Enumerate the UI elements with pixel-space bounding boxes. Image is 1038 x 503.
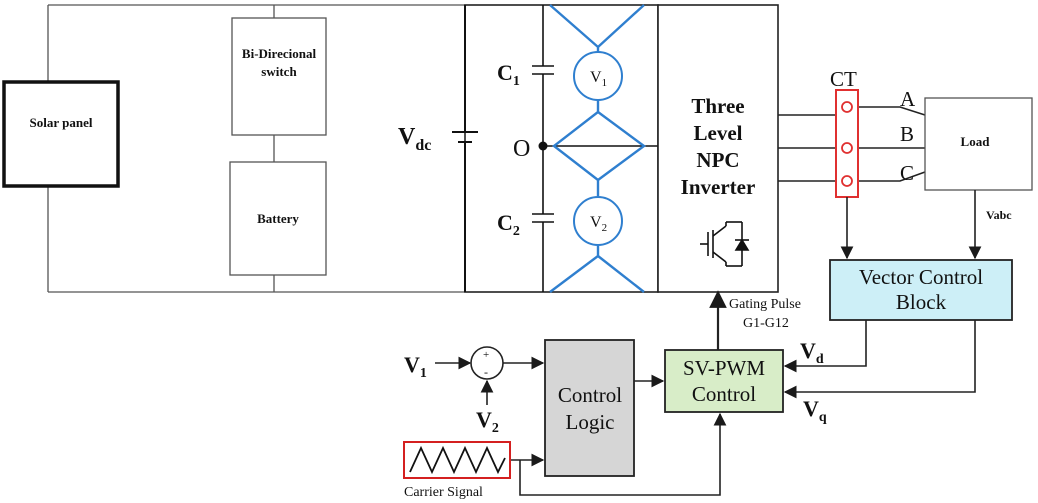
control-logic-block xyxy=(544,339,635,477)
ct-coil-c xyxy=(841,175,853,187)
voltmeter-v2 xyxy=(573,196,623,246)
vdc-source-symbol xyxy=(452,5,478,292)
dc-link-frame xyxy=(464,4,659,293)
npc-inverter-block xyxy=(657,4,779,293)
igbt-icon xyxy=(700,221,750,267)
vdc-label: Vdc xyxy=(398,124,431,154)
battery-label: Battery xyxy=(257,211,299,226)
gating-pulse-label-1: Gating Pulse xyxy=(729,297,801,312)
inverter-label-1: Three xyxy=(691,94,744,118)
voltmeter-v1-label: V1 xyxy=(590,69,607,89)
bidirectional-switch-block xyxy=(231,17,327,136)
c1-label: C1 xyxy=(497,60,520,89)
solar-panel-label: Solar panel xyxy=(30,115,93,130)
voltage-meter-wiring xyxy=(549,4,647,293)
sum-minus-sign: - xyxy=(484,365,488,379)
voltmeter-v1 xyxy=(573,51,623,101)
load-label: Load xyxy=(961,134,991,149)
solar-panel-block xyxy=(2,80,120,188)
vector-control-label-1: Vector Control xyxy=(859,265,983,289)
phase-a-label: A xyxy=(900,87,916,111)
carrier-signal-block xyxy=(403,441,511,479)
vabc-label: Vabc xyxy=(986,208,1012,222)
inverter-label-3: NPC xyxy=(696,148,739,172)
vector-control-label-2: Block xyxy=(896,290,947,314)
sum-plus-sign: + xyxy=(483,349,489,361)
inverter-label-4: Inverter xyxy=(681,175,756,199)
triangle-wave-icon xyxy=(409,445,506,475)
load-block xyxy=(924,97,1033,191)
v2-input-label: V2 xyxy=(476,407,499,436)
phase-b-label: B xyxy=(900,122,914,146)
inverter-label-2: Level xyxy=(694,121,743,145)
summing-junction xyxy=(470,346,504,380)
gating-pulse-label-2: G1-G12 xyxy=(743,316,789,331)
svpwm-label-2: Control xyxy=(692,382,756,406)
output-phase-lines xyxy=(778,106,926,182)
feedback-arrows xyxy=(840,190,982,260)
midpoint-label: O xyxy=(513,136,530,162)
ct-label: CT xyxy=(830,67,857,91)
c2-label: C2 xyxy=(497,210,520,239)
bidirectional-switch-label-2: switch xyxy=(261,64,297,79)
battery-block xyxy=(229,161,327,276)
svpwm-control-block xyxy=(664,349,784,413)
voltmeter-v2-label: V2 xyxy=(590,214,607,234)
control-logic-label-1: Control xyxy=(558,383,622,407)
v1-input-label: V1 xyxy=(404,352,427,381)
control-logic-label-2: Logic xyxy=(566,410,615,434)
control-signal-lines xyxy=(435,290,976,496)
ct-coil-a xyxy=(841,101,853,113)
phase-c-label: C xyxy=(900,161,914,185)
vq-label: Vq xyxy=(803,396,827,425)
vd-label: Vd xyxy=(800,338,824,367)
bidirectional-switch-label: Bi-Direcional xyxy=(242,46,317,61)
vector-control-block xyxy=(829,259,1013,321)
carrier-signal-label: Carrier Signal xyxy=(404,485,483,500)
ct-coil-b xyxy=(841,142,853,154)
svpwm-label-1: SV-PWM xyxy=(683,356,765,380)
dc-bus-wiring xyxy=(47,4,465,293)
